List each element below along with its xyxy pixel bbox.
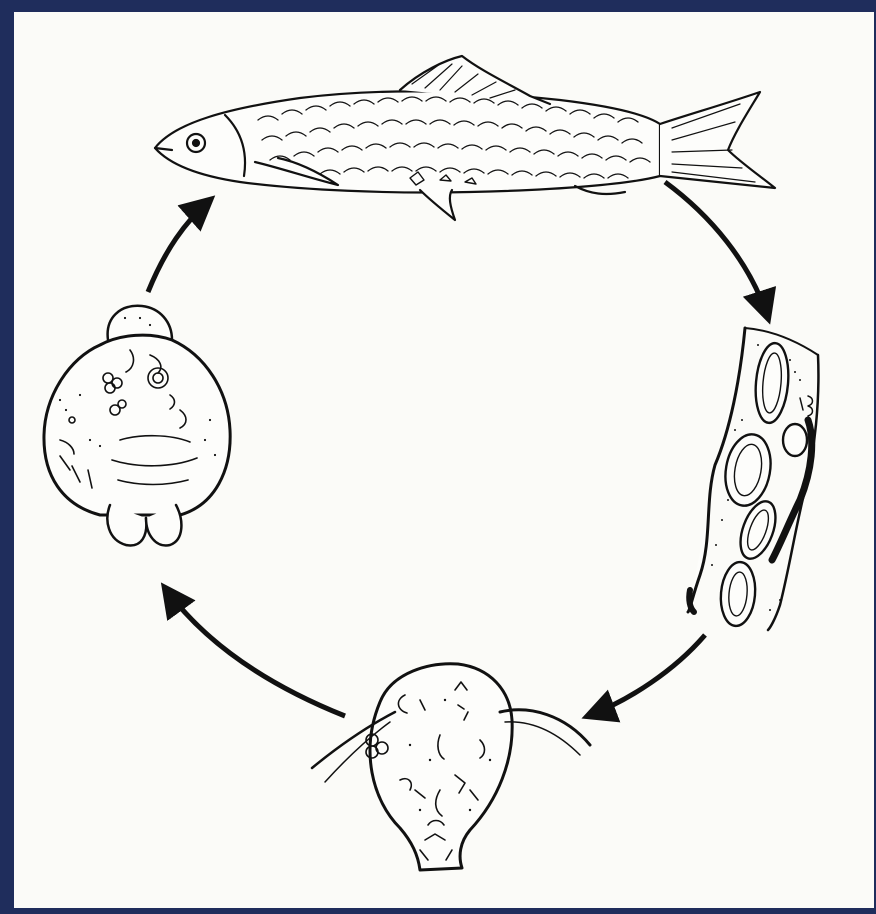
arrow-intestine-to-copepod	[588, 635, 705, 716]
larva-icon	[44, 306, 230, 546]
arrow-copepod-to-larva	[165, 588, 345, 716]
intestine-cysts-icon	[688, 328, 818, 630]
arrow-fish-to-intestine	[665, 182, 768, 318]
copepod-icon	[312, 664, 590, 870]
arrow-larva-to-fish	[148, 200, 210, 292]
